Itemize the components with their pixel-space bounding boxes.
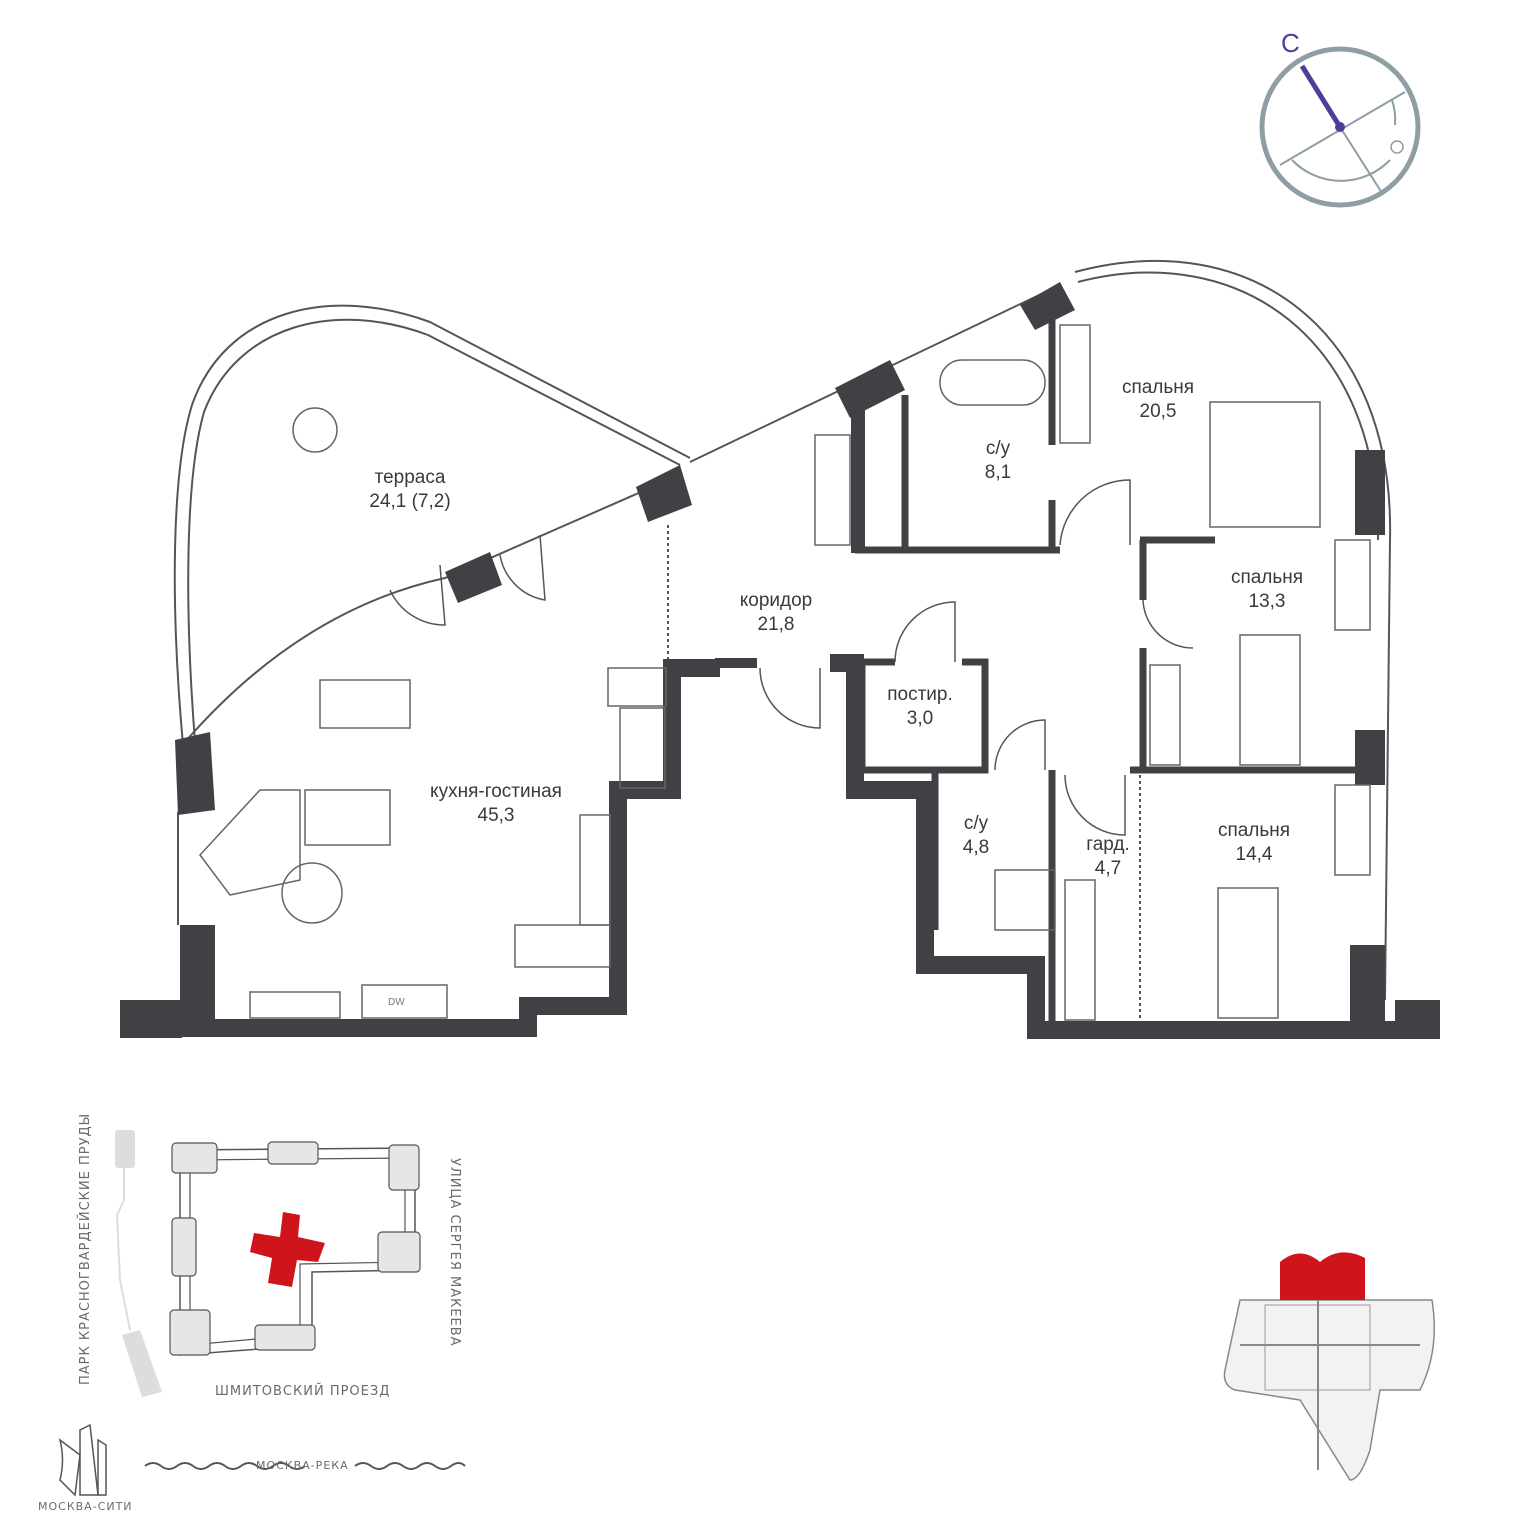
room-name: коридор <box>739 590 813 611</box>
room-terrace: терраса 24,1 (7,2) <box>369 466 450 514</box>
room-area: 3,0 <box>906 708 934 729</box>
room-area: 14,4 <box>1235 844 1273 865</box>
room-area: 8,1 <box>984 462 1012 483</box>
room-name: спальня <box>1230 567 1304 588</box>
sun-icon <box>1390 140 1404 154</box>
wall-columns <box>120 282 1440 1038</box>
room-kitchen-living: кухня-гостиная 45,3 <box>430 780 562 828</box>
room-bedroom-3: спальня 14,4 <box>1218 819 1290 867</box>
street-south-label: ШМИТОВСКИЙ ПРОЕЗД <box>215 1384 391 1399</box>
street-east-label: УЛИЦА СЕРГЕЯ МАКЕЕВА <box>447 1158 462 1347</box>
room-name: спальня <box>1121 377 1195 398</box>
park-label: ПАРК КРАСНОГВАРДЕЙСКИЕ ПРУДЫ <box>78 1112 93 1385</box>
room-laundry: постир. 3,0 <box>887 683 953 731</box>
room-bathroom-1: с/у 8,1 <box>985 437 1011 485</box>
room-corridor: коридор 21,8 <box>740 589 813 637</box>
room-area: 20,5 <box>1139 401 1177 422</box>
room-name: терраса <box>374 467 446 488</box>
room-area: 45,3 <box>477 805 515 826</box>
room-area: 4,7 <box>1094 858 1122 879</box>
room-name: кухня-гостиная <box>430 781 562 802</box>
doors <box>389 479 1194 836</box>
dishwasher-label: DW <box>388 997 405 1008</box>
walls <box>125 395 1440 1039</box>
moscow-city-label: МОСКВА-СИТИ <box>38 1500 133 1513</box>
room-name: гард. <box>1086 834 1130 855</box>
room-name: постир. <box>887 684 953 705</box>
north-needle <box>1299 64 1343 129</box>
building-highlight <box>250 1212 325 1287</box>
furniture <box>199 324 1371 1021</box>
room-area: 21,8 <box>757 614 795 635</box>
room-bathroom-2: с/у 4,8 <box>963 812 989 860</box>
room-name: с/у <box>963 813 989 834</box>
site-map <box>58 1130 466 1497</box>
room-name: спальня <box>1217 820 1291 841</box>
room-area: 24,1 (7,2) <box>369 491 451 512</box>
moscow-city-icon <box>58 1423 107 1497</box>
room-name: с/у <box>985 438 1011 459</box>
room-area: 4,8 <box>962 837 990 858</box>
river-label: МОСКВА-РЕКА <box>256 1459 349 1472</box>
room-area: 13,3 <box>1248 591 1286 612</box>
partitions <box>855 320 1370 1030</box>
apartment-highlight <box>1280 1252 1365 1300</box>
compass-north-label: С <box>1281 28 1300 58</box>
building-key <box>1223 1252 1436 1481</box>
facade-lines <box>173 259 1392 1020</box>
room-bedroom-1: спальня 20,5 <box>1122 376 1194 424</box>
room-bedroom-2: спальня 13,3 <box>1231 566 1303 614</box>
compass <box>1259 46 1421 208</box>
room-wardrobe: гард. 4,7 <box>1086 833 1130 881</box>
